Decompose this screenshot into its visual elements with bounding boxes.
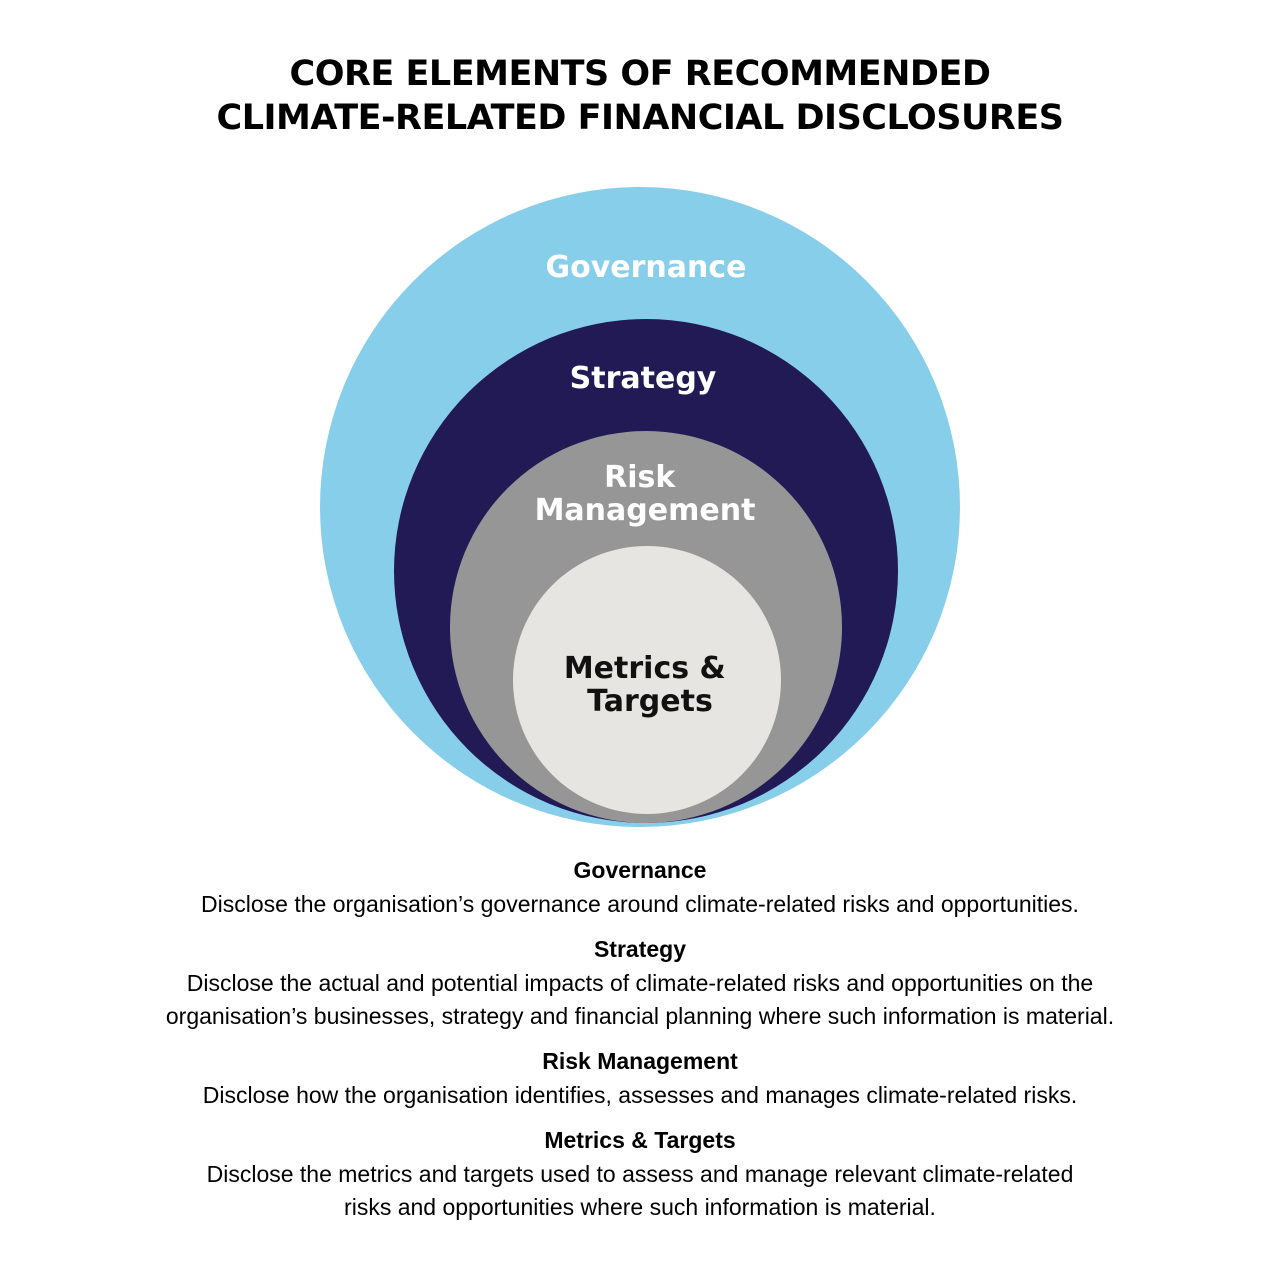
metrics-targets-ring [513,546,781,814]
risk-management-ring-label-line-2: Management [535,493,756,528]
strategy-ring-label-line: Strategy [570,361,717,396]
metrics-targets-ring-label: Metrics & Targets [564,651,736,719]
description-risk-management: Risk Management Disclose how the organis… [0,1043,1280,1112]
description-text: Disclose how the organisation identifies… [202,1082,1078,1108]
description-governance: Governance Disclose the organisation’s g… [0,852,1280,921]
element-descriptions: Governance Disclose the organisation’s g… [0,852,1280,1234]
description-strategy: Strategy Disclose the actual and potenti… [0,931,1280,1033]
governance-ring-label-line: Governance [545,250,746,285]
description-text: Disclose the organisation’s governance a… [201,891,1079,917]
description-heading: Metrics & Targets [544,1127,736,1153]
metrics-targets-ring-label-line-2: Targets [587,684,713,719]
metrics-targets-ring-label-line-1: Metrics & [564,651,726,686]
risk-management-ring-label: Risk Management [535,460,756,528]
title-line-1: CORE ELEMENTS OF RECOMMENDED [289,54,991,94]
governance-ring-label: Governance [545,250,746,285]
description-text: Disclose the metrics and targets used to… [206,1161,1074,1220]
description-text: Disclose the actual and potential impact… [165,970,1115,1029]
description-heading: Risk Management [542,1048,738,1074]
description-heading: Governance [573,857,707,883]
risk-management-ring-label-line-1: Risk [604,460,676,495]
page-title: CORE ELEMENTS OF RECOMMENDED CLIMATE-REL… [0,52,1280,140]
strategy-ring-label: Strategy [570,361,717,396]
title-line-2: CLIMATE-RELATED FINANCIAL DISCLOSURES [216,98,1064,138]
description-metrics-targets: Metrics & Targets Disclose the metrics a… [0,1122,1280,1224]
description-heading: Strategy [593,936,687,962]
